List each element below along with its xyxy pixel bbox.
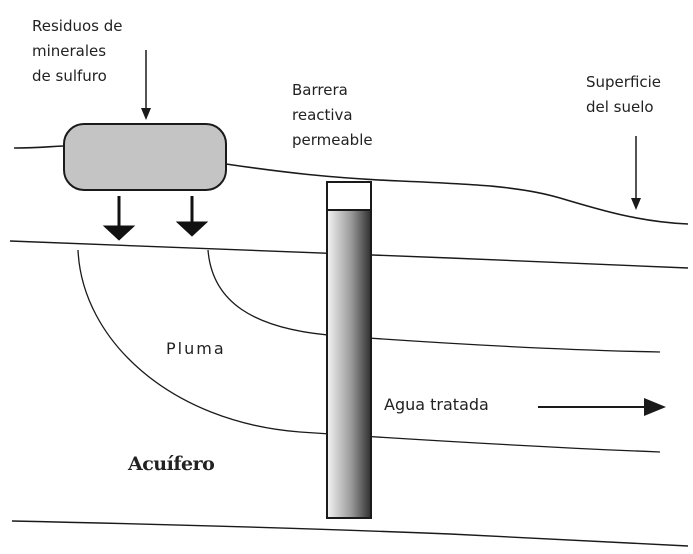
sulfide-waste-deposit <box>63 123 227 191</box>
residuos-label-line2: minerales <box>32 42 107 60</box>
residuos-label-line3: de sulfuro <box>32 67 107 85</box>
barrera-label: Barrera reactiva permeable <box>292 78 373 153</box>
superficie-label-line1: Superficie <box>586 73 662 91</box>
leachate-arrow-left <box>102 196 136 241</box>
superficie-label: Superficie del suelo <box>586 70 661 120</box>
aquifer-bottom-line <box>11 520 689 547</box>
barrera-label-line2: reactiva <box>292 106 353 124</box>
agua-tratada-label: Agua tratada <box>384 395 489 414</box>
leachate-arrow-right <box>175 196 209 237</box>
acuifero-label: Acuífero <box>128 453 215 475</box>
plume-outer-boundary <box>77 249 661 453</box>
superficie-label-line2: del suelo <box>586 98 654 116</box>
residuos-label: Residuos de minerales de sulfuro <box>32 14 123 89</box>
plume-inner-boundary <box>207 249 661 353</box>
pluma-label: Pluma <box>166 339 226 358</box>
reactive-barrier-cap <box>326 181 372 211</box>
residuos-pointer-arrow <box>141 50 151 120</box>
barrera-label-line3: permeable <box>292 131 373 149</box>
treated-water-flow-arrow <box>538 398 666 416</box>
reactive-barrier-body <box>326 209 372 519</box>
barrera-label-line1: Barrera <box>292 81 348 99</box>
residuos-label-line1: Residuos de <box>32 17 123 35</box>
water-table-line <box>9 240 689 269</box>
superficie-pointer-arrow <box>631 136 641 210</box>
